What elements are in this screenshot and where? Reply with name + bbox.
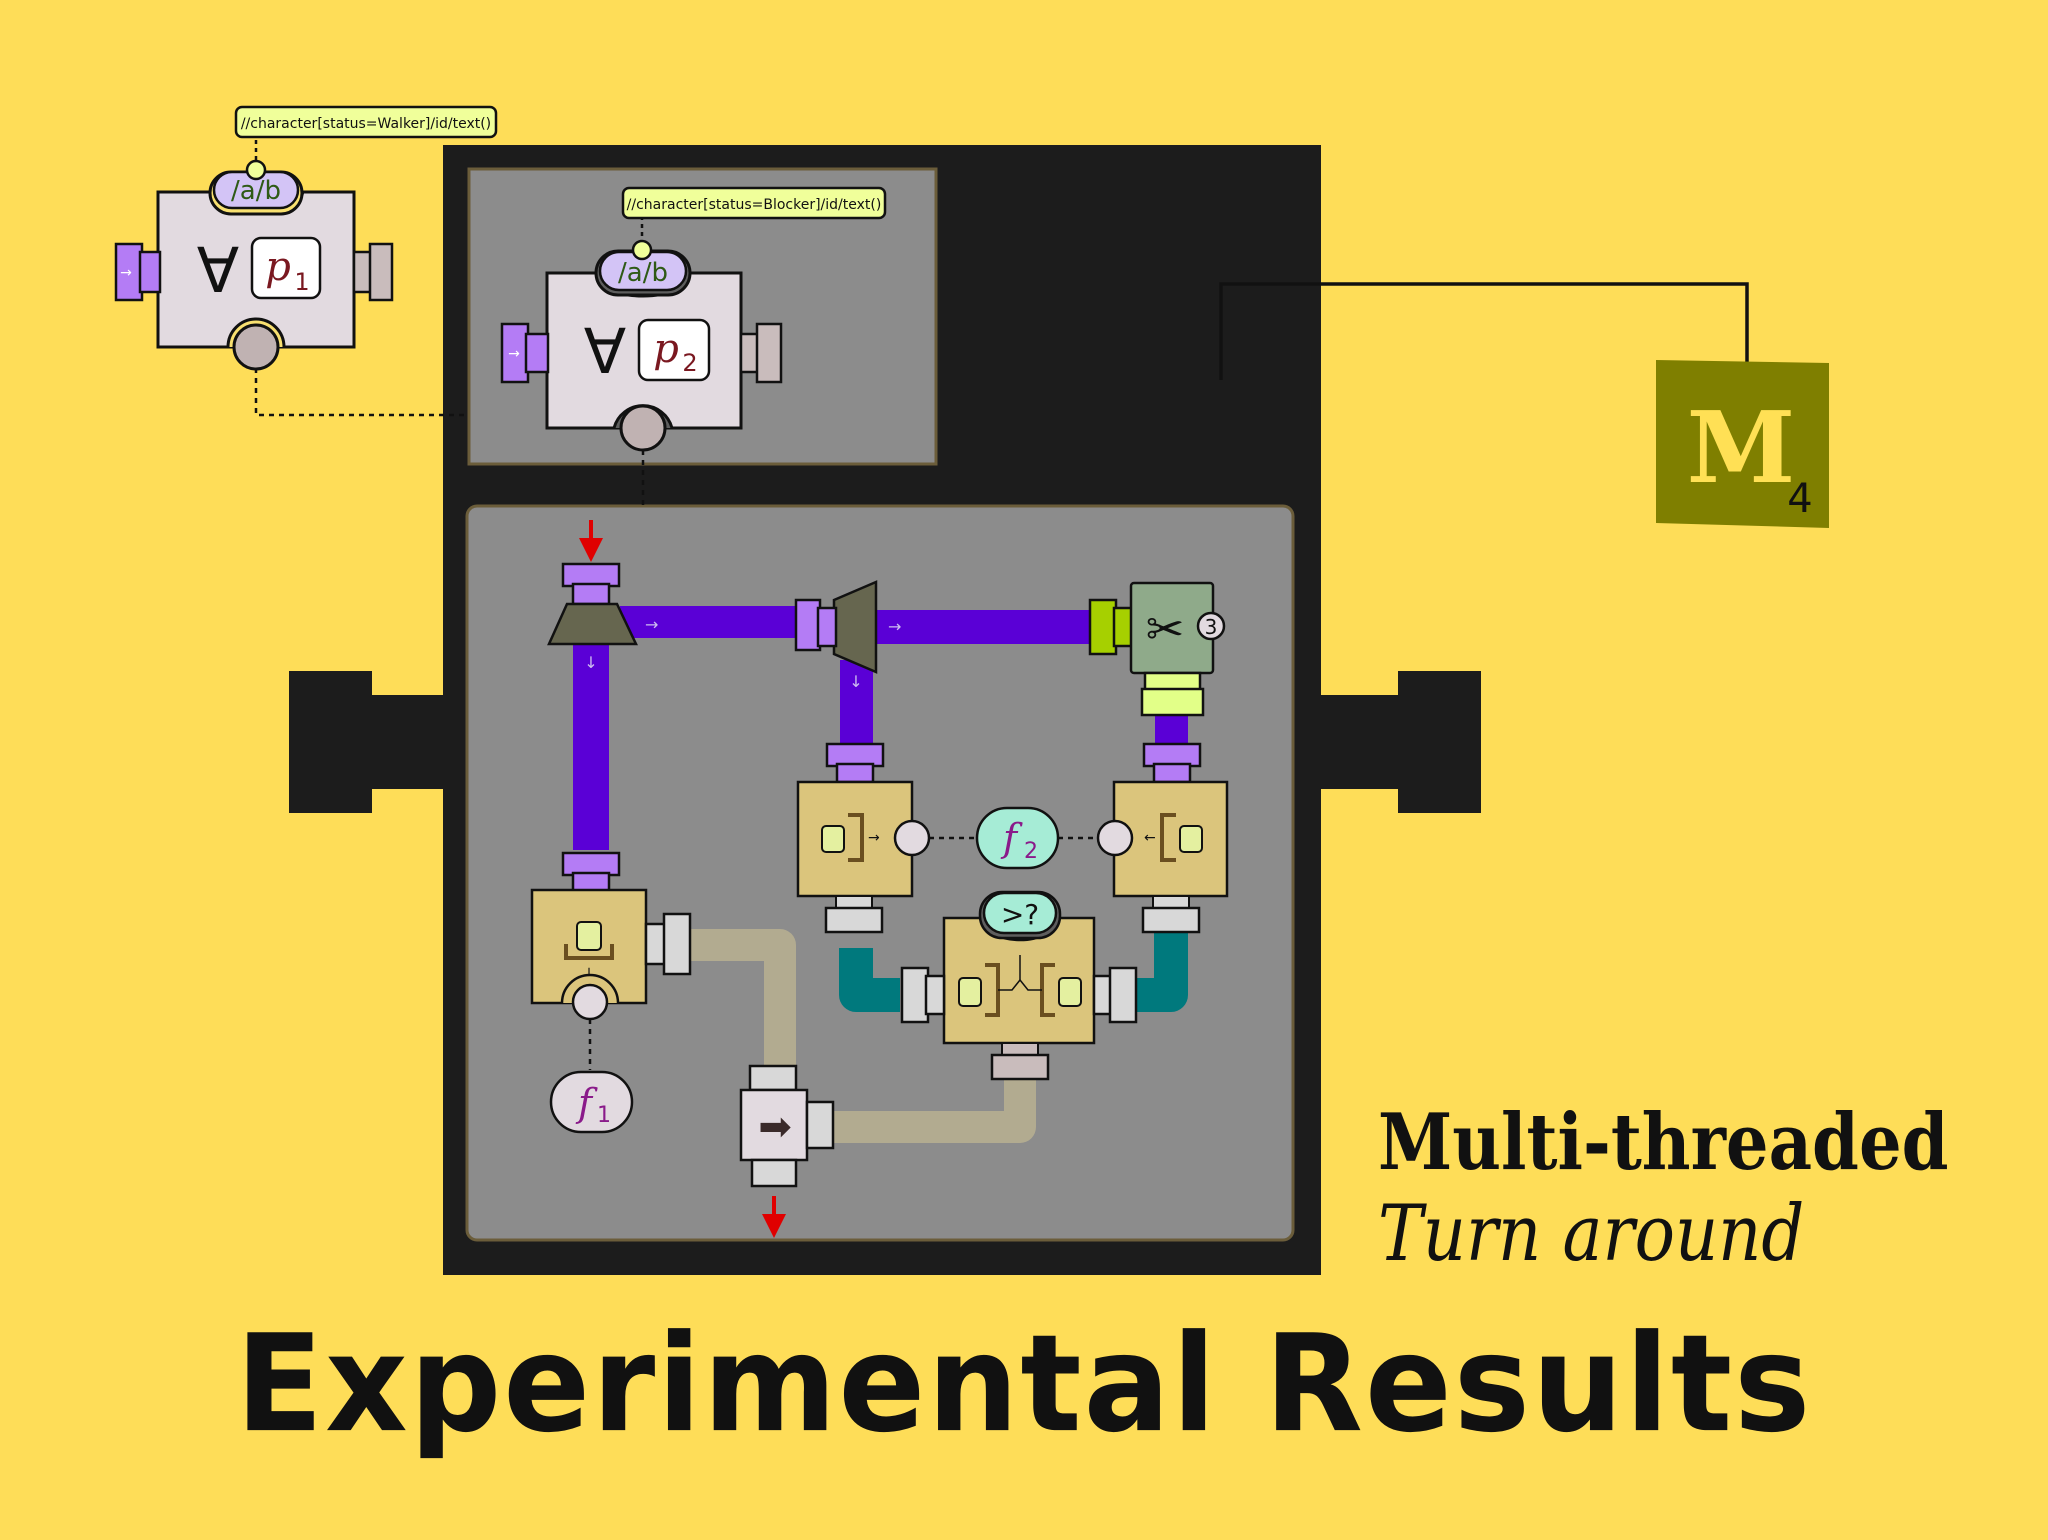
p2-query-tag bbox=[621, 186, 887, 220]
compare-node[interactable]: >? bbox=[900, 890, 1138, 1081]
f2-index: 2 bbox=[1024, 839, 1038, 864]
p2-query-text: //character[status=Blocker]/id/text() bbox=[627, 197, 882, 213]
page-title: Experimental Results bbox=[235, 1306, 1813, 1463]
node-p2[interactable]: //character[status=Blocker]/id/text() /a… bbox=[500, 186, 887, 506]
subtitle-line-1: Multi-threaded bbox=[1378, 1097, 1949, 1188]
splitter-node[interactable]: → ↓ bbox=[547, 520, 658, 672]
svg-text:→: → bbox=[868, 830, 880, 846]
drop-node[interactable]: ↓ bbox=[530, 888, 692, 1070]
exit-node[interactable]: ➡ bbox=[739, 1064, 835, 1238]
p1-index: 1 bbox=[294, 268, 309, 296]
arrow-down-icon: ↓ bbox=[849, 672, 862, 691]
badge-connector bbox=[1219, 282, 1749, 380]
p1-query-text: //character[status=Walker]/id/text() bbox=[241, 116, 491, 132]
badge-letter: M bbox=[1687, 391, 1795, 506]
arrow-right-icon: → bbox=[120, 265, 132, 281]
compare-label: >? bbox=[1001, 898, 1039, 931]
scissors-icon: ✂ bbox=[1146, 602, 1185, 656]
p2-label: p bbox=[653, 326, 679, 372]
bracket-node-left[interactable]: → bbox=[796, 780, 931, 934]
scissors-count: 3 bbox=[1205, 615, 1218, 639]
arrow-right-icon: ➡ bbox=[758, 1104, 792, 1150]
arrow-right-icon: → bbox=[508, 346, 520, 362]
function-f2[interactable]: f 2 bbox=[929, 806, 1098, 870]
arrow-right-icon: → bbox=[888, 617, 901, 636]
scissors-node[interactable]: ✂ 3 bbox=[1088, 581, 1226, 717]
function-f1[interactable]: f 1 bbox=[549, 1070, 634, 1134]
p1-query-tag bbox=[234, 105, 498, 139]
p2-index: 2 bbox=[682, 349, 697, 377]
p1-path: /a/b bbox=[231, 176, 281, 206]
badge-index: 4 bbox=[1787, 476, 1812, 522]
p1-quantifier: ∀ bbox=[197, 234, 239, 307]
pipes bbox=[573, 606, 1188, 1143]
f1-index: 1 bbox=[597, 1103, 611, 1128]
p1-link bbox=[254, 348, 469, 417]
arrow-down-icon: ↓ bbox=[584, 653, 597, 672]
p2-quantifier: ∀ bbox=[584, 315, 626, 388]
merger-node[interactable]: → ↓ bbox=[794, 580, 901, 691]
module-badge: M 4 bbox=[1656, 360, 1829, 528]
bracket-node-right[interactable]: ← bbox=[1096, 780, 1229, 934]
svg-text:←: ← bbox=[1144, 830, 1156, 846]
p1-label: p bbox=[265, 244, 291, 290]
p2-path: /a/b bbox=[618, 258, 668, 288]
node-p1[interactable]: //character[status=Walker]/id/text() /a/… bbox=[114, 105, 498, 371]
subtitle-line-2: Turn around bbox=[1378, 1189, 1805, 1279]
arrow-right-icon: → bbox=[645, 615, 658, 634]
